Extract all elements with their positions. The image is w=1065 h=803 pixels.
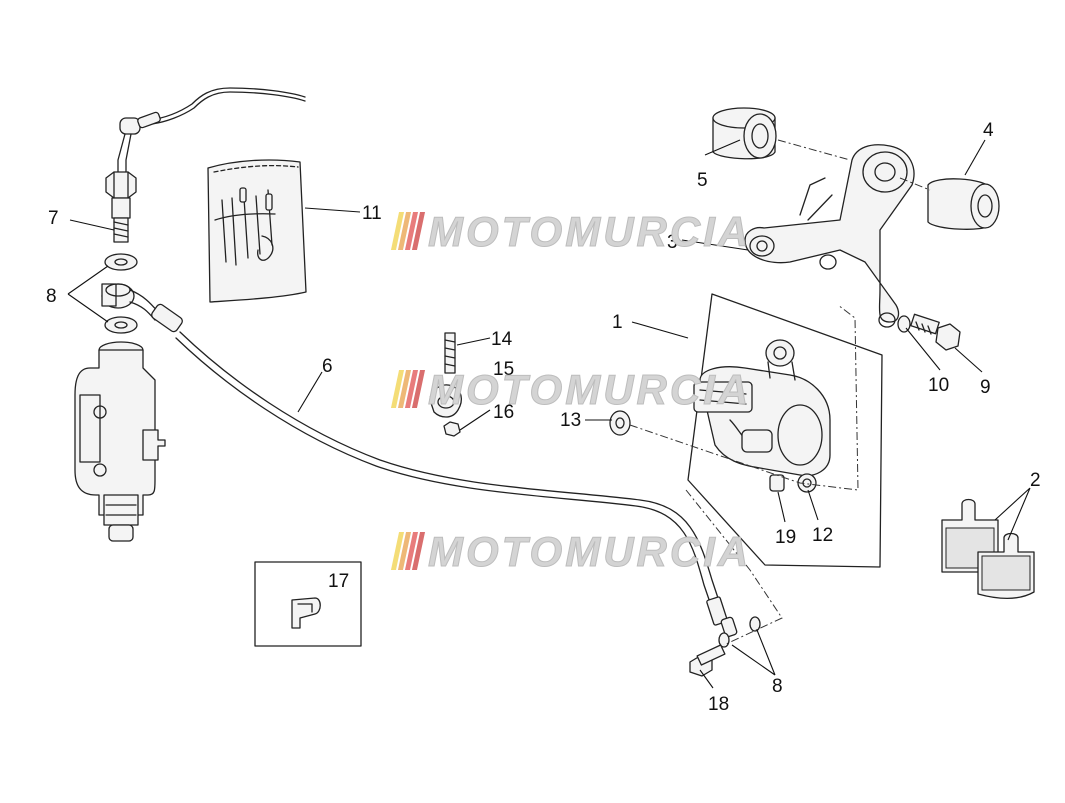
watermark-bars-icon xyxy=(390,532,426,570)
callout-19: 19 xyxy=(775,527,796,548)
clip-17-box xyxy=(254,561,362,647)
stud-bushing-set xyxy=(429,332,463,437)
callout-13: 13 xyxy=(560,410,581,431)
callout-4: 4 xyxy=(983,120,994,141)
banjo-bolt-7 xyxy=(105,171,137,243)
callout-11: 11 xyxy=(362,203,382,224)
callout-9: 9 xyxy=(980,377,991,398)
callout-6: 6 xyxy=(322,356,333,377)
leader-lines xyxy=(67,139,1031,689)
caliper-group-box xyxy=(687,293,883,568)
assembly-axis-lines xyxy=(629,139,931,646)
bushing-5 xyxy=(712,107,777,160)
callout-5: 5 xyxy=(697,170,708,191)
callout-3: 3 xyxy=(667,232,678,253)
callout-18: 18 xyxy=(708,694,729,715)
callout-1: 1 xyxy=(612,312,623,333)
master-cylinder xyxy=(74,341,166,542)
bushing-4 xyxy=(927,178,1000,230)
watermark-text: MOTOMURCIA xyxy=(427,528,752,576)
watermark-bars-icon xyxy=(390,212,426,250)
callout-12: 12 xyxy=(812,525,833,546)
callout-16: 16 xyxy=(493,402,514,423)
callout-labels: 1 2 3 4 5 6 7 8 8 9 10 11 12 13 14 15 16… xyxy=(46,120,1041,715)
watermark-middle: MOTOMURCIA xyxy=(0,366,1065,416)
upper-brake-line xyxy=(117,87,306,176)
watermark-text: MOTOMURCIA xyxy=(427,208,752,256)
callout-8-top: 8 xyxy=(46,286,57,307)
brake-hose-6 xyxy=(175,331,738,638)
callout-14: 14 xyxy=(491,329,513,350)
watermark-bars-icon xyxy=(390,370,426,408)
banjo-fitting xyxy=(101,283,183,333)
watermark-text: MOTOMURCIA xyxy=(427,366,752,414)
callout-15: 15 xyxy=(493,359,514,380)
callout-2: 2 xyxy=(1030,470,1041,491)
washers-8-top xyxy=(104,253,138,334)
watermark-bottom: MOTOMURCIA xyxy=(0,528,1065,578)
brake-caliper-1 xyxy=(693,339,831,493)
bleed-screw-18-washers-8 xyxy=(689,616,761,677)
watermark-top: MOTOMURCIA xyxy=(0,208,1065,258)
callout-7: 7 xyxy=(48,208,59,229)
callout-17: 17 xyxy=(328,571,349,592)
callout-8-bottom: 8 xyxy=(772,676,783,697)
bolt-9-washer-10 xyxy=(897,313,961,351)
caliper-bracket-3 xyxy=(744,144,915,328)
callout-10: 10 xyxy=(928,375,949,396)
repair-kit-bag-11 xyxy=(207,159,307,303)
brake-pads-2 xyxy=(941,498,1035,599)
washer-13 xyxy=(609,410,631,436)
